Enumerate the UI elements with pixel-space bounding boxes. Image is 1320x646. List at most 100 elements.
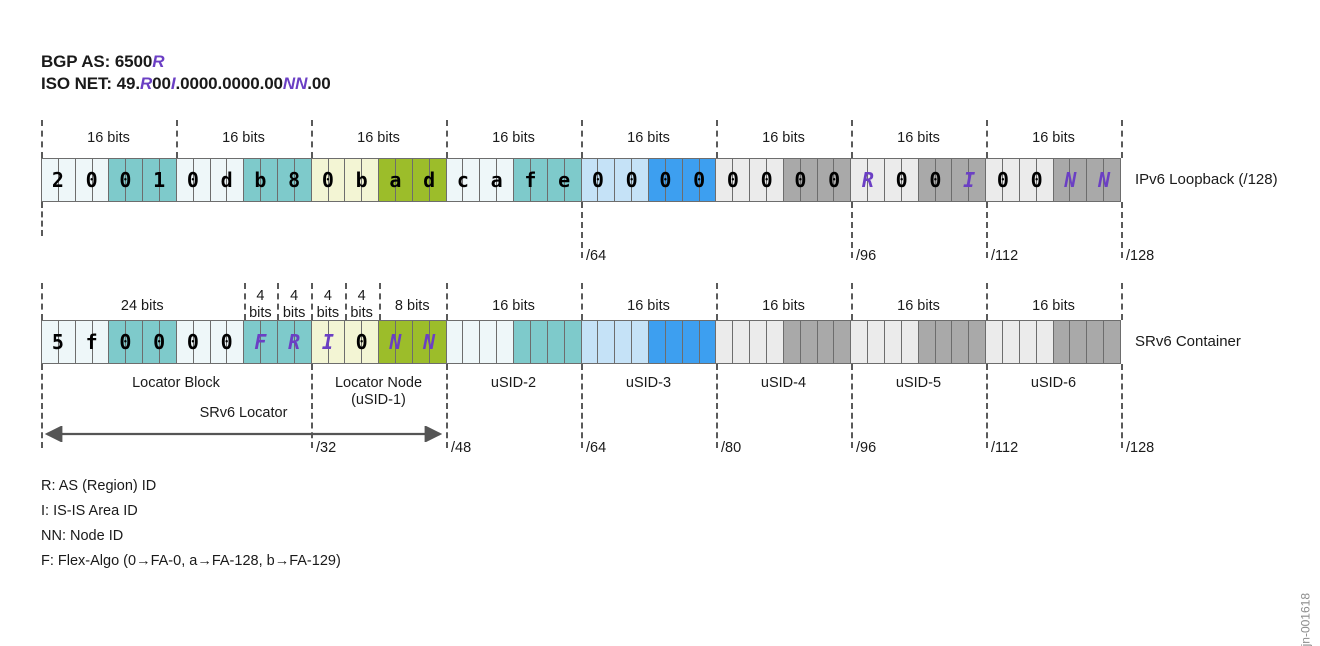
srv6-bit-cell: [699, 321, 717, 363]
srv6-bit-cell: [1104, 321, 1120, 363]
srv6-bit-cell: [480, 321, 498, 363]
srv6-bit-cell: [75, 321, 93, 363]
srv6-bit-cell: [126, 321, 144, 363]
srv6-bit-cell: [766, 321, 784, 363]
ipv6-bit-cell: [1036, 159, 1054, 201]
srv6-sublabel: uSID-2: [490, 375, 537, 391]
srv6-tick: [344, 283, 347, 320]
ipv6-bit-cell: [851, 159, 869, 201]
ipv6-bit-cell: [699, 159, 717, 201]
srv6-tick: [986, 364, 988, 448]
srv6-bit-cell: [261, 321, 279, 363]
ipv6-bit-cell: [564, 159, 582, 201]
ipv6-bit-cell: [328, 159, 346, 201]
srv6-bit-cell: [514, 321, 531, 363]
srv6-bit-cell: [294, 321, 312, 363]
srv6-offset-label: /64: [586, 440, 607, 456]
ipv6-bit-cell: [42, 159, 59, 201]
srv6-tick: [851, 364, 853, 448]
srv6-bit-cell: [429, 321, 447, 363]
ipv6-bits-label: 16 bits: [762, 130, 805, 146]
iso-net-line: ISO NET: 49.R00I.0000.0000.00NN.00: [41, 74, 331, 94]
srv6-tick: [716, 364, 718, 448]
srv6-bit-cell: [1019, 321, 1037, 363]
legend-item-f: F: Flex-Algo (0→FA-0, a→FA-128, b→FA-129…: [41, 553, 341, 569]
ipv6-bits-label: 16 bits: [897, 130, 940, 146]
ipv6-bit-cell: [227, 159, 245, 201]
ipv6-tick: [1121, 202, 1123, 258]
srv6-bits-label: 24 bits: [120, 298, 164, 314]
ipv6-bit-cell: [210, 159, 228, 201]
srv6-bit-cell: [109, 321, 127, 363]
ipv6-bit-cell: [716, 159, 734, 201]
ipv6-bit-cell: [935, 159, 953, 201]
srv6-bit-cell: [598, 321, 616, 363]
srv6-bit-cell: [632, 321, 649, 363]
ipv6-bit-cell: [497, 159, 515, 201]
srv6-sublabel: uSID-3: [625, 375, 672, 391]
srv6-tick: [277, 283, 280, 320]
ipv6-bit-cell: [547, 159, 565, 201]
srv6-bit-cell: [379, 321, 397, 363]
ipv6-loopback-bar: [41, 158, 1121, 202]
srv6-tick: [41, 283, 43, 320]
srv6-bit-cell: [176, 321, 194, 363]
ipv6-bit-cell: [446, 159, 464, 201]
srv6-bit-cell: [851, 321, 869, 363]
srv6-bit-cell: [918, 321, 936, 363]
srv6-bit-cell: [648, 321, 666, 363]
srv6-tick: [311, 364, 313, 448]
ipv6-bit-cell: [261, 159, 279, 201]
ipv6-bits-label: 16 bits: [627, 130, 670, 146]
ipv6-bit-cell: [58, 159, 76, 201]
iso-net-part2: 00: [152, 74, 171, 93]
srv6-bit-cell: [278, 321, 295, 363]
srv6-bit-cell: [750, 321, 767, 363]
srv6-bit-cell: [92, 321, 110, 363]
watermark: jn-001618: [1298, 593, 1312, 646]
ipv6-bit-cell: [412, 159, 430, 201]
srv6-bit-cell: [227, 321, 245, 363]
diagram-canvas: BGP AS: 6500R ISO NET: 49.R00I.0000.0000…: [41, 52, 1312, 646]
ipv6-bit-cell: [615, 159, 633, 201]
ipv6-bit-cell: [648, 159, 666, 201]
ipv6-bit-cell: [143, 159, 161, 201]
srv6-bit-cell: [1002, 321, 1020, 363]
srv6-bit-cell: [817, 321, 835, 363]
srv6-tick: [446, 283, 448, 320]
srv6-bit-cell: [42, 321, 59, 363]
ipv6-offset-label: /96: [856, 248, 877, 264]
srv6-bit-cell: [868, 321, 885, 363]
srv6-sublabel: uSID-6: [1030, 375, 1077, 391]
ipv6-tick: [716, 120, 718, 158]
ipv6-bit-cell: [581, 159, 599, 201]
ipv6-bit-cell: [632, 159, 649, 201]
srv6-bit-cell: [615, 321, 633, 363]
ipv6-bit-cell: [429, 159, 447, 201]
srv6-bit-cell: [1053, 321, 1071, 363]
srv6-bit-cell: [446, 321, 464, 363]
srv6-offset-label: /32: [316, 440, 337, 456]
srv6-tick: [41, 364, 43, 448]
ipv6-bit-cell: [311, 159, 329, 201]
ipv6-tick: [581, 202, 583, 258]
iso-net-variable-nn: NN: [282, 74, 308, 93]
ipv6-bit-cell: [379, 159, 397, 201]
ipv6-bit-cell: [783, 159, 801, 201]
srv6-bits-label: 16 bits: [1032, 298, 1075, 314]
srv6-bits-label: 16 bits: [627, 298, 670, 314]
srv6-bit-cell: [682, 321, 700, 363]
ipv6-bit-cell: [834, 159, 852, 201]
ipv6-bits-label: 16 bits: [222, 130, 265, 146]
srv6-offset-label: /128: [1126, 440, 1155, 456]
ipv6-bit-cell: [1002, 159, 1020, 201]
srv6-bit-cell: [581, 321, 599, 363]
ipv6-bit-cell: [362, 159, 380, 201]
ipv6-tick: [446, 120, 448, 158]
ipv6-bit-cell: [1053, 159, 1071, 201]
ipv6-bit-cell: [530, 159, 548, 201]
ipv6-bit-cell: [800, 159, 818, 201]
ipv6-bit-cell: [1070, 159, 1088, 201]
